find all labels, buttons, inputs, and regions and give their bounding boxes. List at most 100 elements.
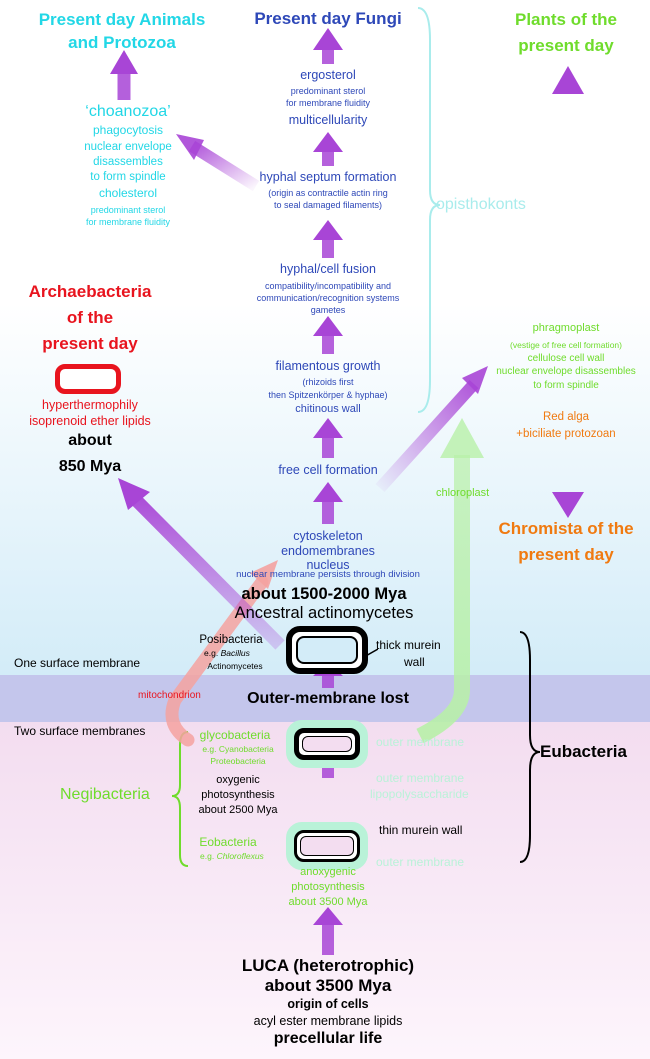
trunk-arrow-shaft [322, 336, 334, 354]
trunk-arrow-head [313, 316, 343, 336]
filamentous-label: filamentous growth [275, 359, 381, 373]
outer-membrane-label-2: outer membrane [376, 771, 465, 785]
posibacteria-cell-icon [286, 626, 368, 674]
filamentous-note-1: (rhizoids first [302, 377, 354, 387]
trunk-arrow-shaft [322, 766, 334, 778]
cholesterol-label: cholesterol [98, 186, 158, 200]
plant-nuclear-1: nuclear envelope disassembles [496, 366, 636, 377]
origin-of-cells-label: origin of cells [287, 997, 369, 1011]
thick-wall-1: thick murein [376, 638, 441, 652]
eubacteria-label: Eubacteria [540, 742, 627, 761]
chromista-title-2: present day [518, 545, 614, 564]
plant-diagonal-arrow [375, 379, 479, 493]
choanozoa-label: ‘choanozoa’ [85, 103, 171, 120]
glycobacteria-label: glycobacteria [199, 728, 271, 742]
acyl-ester-label: acyl ester membrane lipids [253, 1014, 403, 1028]
free-cell-label: free cell formation [278, 463, 378, 477]
negibacteria-label: Negibacteria [60, 786, 150, 803]
archaea-cell-icon [55, 364, 121, 394]
trunk-arrow-shaft [322, 152, 334, 166]
cholesterol-note-1: predominant sterol [90, 205, 166, 215]
trunk-arrows [313, 28, 343, 955]
fusion-note-2: communication/recognition systems [256, 293, 400, 303]
multicellularity-label: multicellularity [288, 113, 368, 127]
ergosterol-note-2: for membrane fluidity [285, 98, 371, 108]
eobacteria-cell-icon [286, 822, 368, 870]
archaebacteria-arrow [129, 493, 285, 650]
glycobacteria-example-2: Proteobacteria [210, 756, 266, 766]
chloroplast-label: chloroplast [436, 487, 490, 499]
hyperthermophily-label: hyperthermophily [42, 398, 138, 412]
outer-membrane-label-1: outer membrane [376, 735, 465, 749]
trunk-arrow-head [313, 132, 343, 152]
chloroplast-arrow-head [440, 418, 484, 458]
chromista-arrow-head [552, 492, 584, 518]
anoxygenic-2: photosynthesis [291, 881, 365, 893]
one-surface-label: One surface membrane [14, 656, 141, 670]
actinomycetes-label: Actinomycetes [207, 661, 263, 671]
two-surface-label: Two surface membranes [14, 724, 146, 738]
plant-nuclear-2: to form spindle [533, 380, 599, 391]
archaea-date: 850 Mya [58, 458, 122, 475]
luca-title-1: LUCA (heterotrophic) [241, 956, 415, 975]
cholesterol-note-2: for membrane fluidity [85, 217, 171, 227]
chromista-title-1: Chromista of the [498, 519, 634, 538]
mitochondrion-arrow-head [250, 560, 278, 589]
cytoskeleton-label: cytoskeleton [293, 529, 363, 543]
filamentous-note-2: then Spitzenkörper & hyphae) [268, 390, 388, 400]
fungi-title: Present day Fungi [254, 9, 402, 28]
posibacteria-label: Posibacteria [199, 634, 263, 646]
animal-arrow-head [176, 134, 204, 160]
eobacteria-example: e.g. Chloroflexus [200, 851, 264, 861]
archaea-title-1: Archaebacteria [28, 282, 152, 301]
ergosterol-label: ergosterol [300, 68, 356, 82]
septum-note-1: (origin as contractile actin ring [268, 188, 388, 198]
trunk-arrow-shaft [322, 676, 334, 688]
archaea-about: about [68, 432, 112, 449]
eobacteria-label: Eobacteria [199, 835, 257, 849]
fusion-note-1: compatibility/incompatibility and [264, 281, 392, 291]
outer-membrane-label-3: outer membrane [376, 855, 465, 869]
plants-title-1: Plants of the [514, 10, 618, 29]
phagocytosis-label: phagocytosis [92, 123, 164, 137]
animals-title-2: and Protozoa [68, 33, 176, 52]
endomembranes-label: endomembranes [281, 544, 375, 558]
outer-membrane-lost-label: Outer-membrane lost [247, 690, 409, 707]
anoxygenic-1: anoxygenic [300, 866, 356, 878]
phragmoplast-label: phragmoplast [532, 322, 600, 334]
animal-nuclear-3: to form spindle [90, 171, 166, 183]
oxygenic-1: oxygenic [216, 774, 260, 786]
eubacteria-brace [519, 631, 541, 863]
oxygenic-2: photosynthesis [201, 789, 275, 801]
cellulose-label: cellulose cell wall [527, 353, 605, 364]
anoxygenic-3: about 3500 Mya [288, 896, 368, 908]
animals-title-1: Present day Animals [38, 10, 206, 29]
animal-nuclear-2: disassembles [93, 156, 163, 168]
biciliate-label: +biciliate protozoan [516, 428, 616, 440]
trunk-arrow-shaft [322, 502, 334, 524]
precellular-life-label: precellular life [273, 1030, 383, 1047]
opisthokonts-label: opisthokonts [436, 196, 526, 213]
animal-nuclear-1: nuclear envelope [84, 141, 172, 153]
trunk-arrow-head [313, 907, 343, 925]
red-alga-label: Red alga [542, 411, 590, 423]
ergosterol-note-1: predominant sterol [290, 86, 366, 96]
thin-wall-label: thin murein wall [379, 823, 463, 837]
plant-up-arrow-head [552, 66, 584, 94]
fusion-label: hyphal/cell fusion [280, 262, 376, 276]
ancestral-actinomycetes-label: Ancestral actinomycetes [234, 604, 414, 622]
chloroplast-arrow [416, 455, 470, 744]
trunk-arrow-shaft [322, 240, 334, 258]
trunk-arrow-head [313, 418, 343, 438]
trunk-arrow-shaft [322, 925, 334, 955]
archaea-title-3: present day [42, 334, 138, 353]
septum-note-2: to seal damaged filaments) [273, 200, 383, 210]
animal-arrow [188, 140, 260, 192]
plant-diagonal-arrow-head [462, 366, 488, 394]
archaebacteria-arrow-head [118, 478, 150, 510]
nucleus-label: nucleus [306, 558, 350, 572]
oxygenic-3: about 2500 Mya [198, 804, 278, 816]
choanozoa-arrow-head [110, 50, 138, 74]
